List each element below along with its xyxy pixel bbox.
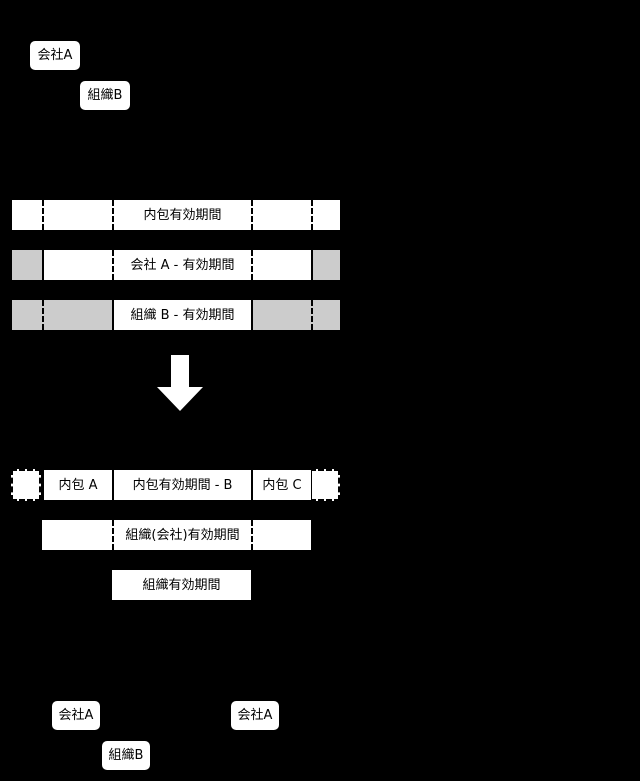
timeline-segment-label: 組織 B - 有効期間: [130, 307, 235, 323]
timeline-segment: 組織(会社)有効期間: [112, 520, 251, 550]
timeline-bar-内包分割: 内包 A 内包有効期間 - B 内包 C: [41, 469, 312, 501]
timeline-segment: 組織 B - 有効期間: [112, 300, 251, 330]
timeline-segment-label: 会社 A - 有効期間: [130, 257, 235, 273]
timeline-bar-組織有効期間: 組織有効期間: [111, 569, 252, 601]
timeline-segment: [42, 520, 112, 550]
timeline-segment: [42, 250, 112, 280]
timeline-segment: 内包有効期間 - B: [112, 470, 251, 500]
timeline-segment: [311, 300, 340, 330]
timeline-segment: [42, 200, 112, 230]
timeline-bar-組織B有効期間: 組織 B - 有効期間: [11, 299, 341, 331]
entity-chip-label: 会社A: [37, 48, 73, 63]
timeline-segment-label: 内包有効期間 - B: [132, 477, 233, 493]
entity-chip-label: 会社A: [237, 708, 273, 723]
entity-chip-top-1: 会社A: [30, 41, 80, 70]
timeline-segment: [311, 250, 340, 280]
timeline-segment: [42, 300, 112, 330]
timeline-segment-label: 組織(会社)有効期間: [125, 527, 240, 543]
down-arrow-icon: [157, 355, 203, 411]
entity-chip-top-2: 組織B: [80, 81, 130, 110]
timeline-segment: 会社 A - 有効期間: [112, 250, 251, 280]
entity-chip-label: 組織B: [87, 88, 123, 103]
entity-chip-bottom-1: 会社A: [52, 701, 100, 730]
timeline-open-cap-right: [310, 469, 340, 501]
timeline-segment: [311, 200, 340, 230]
timeline-segment: 組織有効期間: [112, 570, 251, 600]
timeline-segment: 内包 A: [42, 470, 112, 500]
timeline-segment: [12, 300, 42, 330]
timeline-open-cap-left: [11, 469, 41, 501]
timeline-segment-label: 内包 C: [262, 477, 302, 493]
timeline-bar-会社A有効期間: 会社 A - 有効期間: [11, 249, 341, 281]
timeline-segment-label: 内包 A: [58, 477, 98, 493]
timeline-segment: [251, 300, 311, 330]
entity-chip-bottom-2: 会社A: [231, 701, 279, 730]
timeline-segment: [251, 520, 311, 550]
entity-chip-label: 会社A: [58, 708, 94, 723]
timeline-segment-label: 内包有効期間: [143, 207, 222, 223]
entity-chip-label: 組織B: [108, 748, 144, 763]
timeline-segment: [251, 200, 311, 230]
timeline-bar-組織会社有効期間: 組織(会社)有効期間: [41, 519, 312, 551]
timeline-segment: 内包有効期間: [112, 200, 251, 230]
entity-chip-bottom-3: 組織B: [102, 741, 150, 770]
timeline-segment: 内包 C: [251, 470, 311, 500]
timeline-segment: [12, 200, 42, 230]
timeline-segment: [251, 250, 311, 280]
timeline-bar-内包有効期間: 内包有効期間: [11, 199, 341, 231]
timeline-segment: [12, 250, 42, 280]
timeline-segment-label: 組織有効期間: [142, 577, 221, 593]
